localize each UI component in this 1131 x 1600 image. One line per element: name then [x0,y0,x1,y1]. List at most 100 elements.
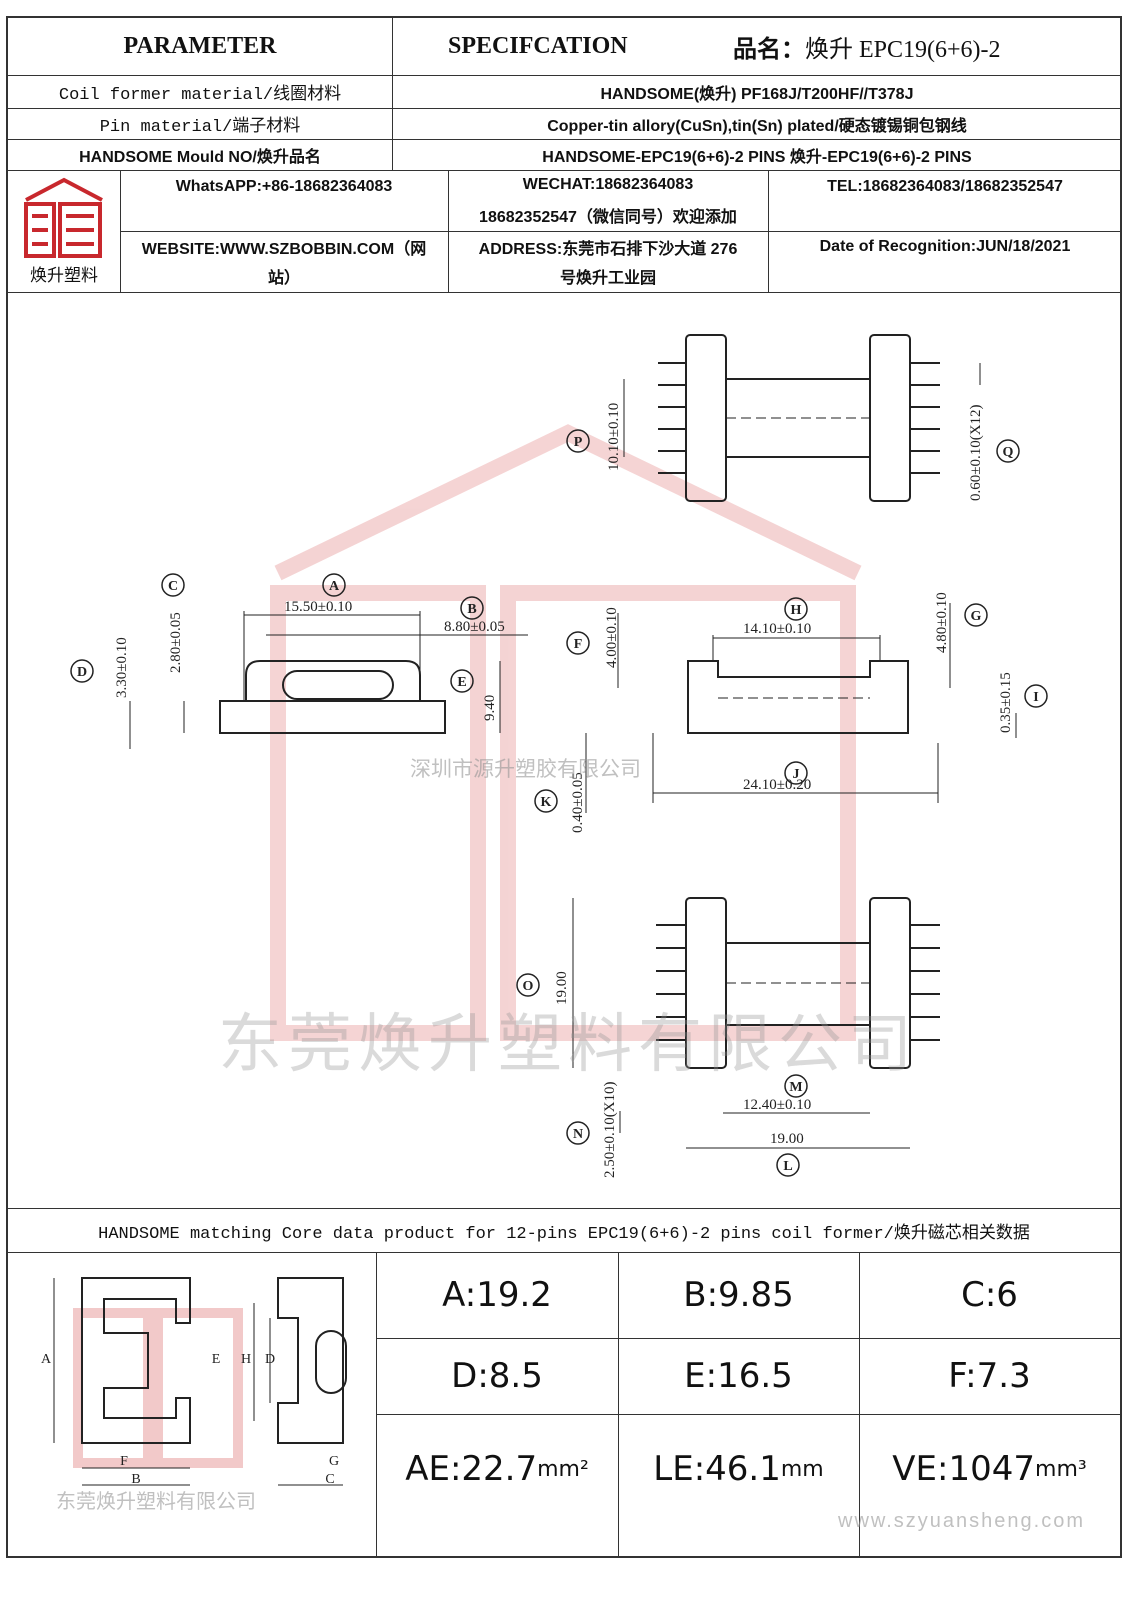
website-watermark: www.szyuansheng.com [838,1510,1085,1532]
core-letter-b: B [131,1472,140,1487]
divider [859,1252,860,1557]
parameter-heading: PARAMETER [123,33,277,59]
dim-j: 24.10±0.20 [743,777,811,793]
divider [376,1414,1120,1415]
divider [8,75,1120,76]
dim-p: 10.10±0.10 [606,403,622,471]
letter-p: P [574,435,583,450]
letter-g: G [971,609,982,624]
core-d-value: D:8.5 [451,1356,543,1396]
dim-e: 9.40 [482,695,498,721]
watermark-emblem-icon [73,1308,243,1468]
mould-no-value: HANDSOME-EPC19(6+6)-2 PINS 焕升-EPC19(6+6)… [542,148,972,166]
company-logo: 焕升塑料 [8,170,120,292]
core-ve-unit: mm³ [1035,1456,1087,1482]
divider [8,170,1120,171]
address-line-2: 号焕升工业园 [559,270,656,287]
core-shape-drawing: A E H D F B C G [41,1277,347,1487]
dim-h: 14.10±0.10 [743,621,811,637]
letter-j: J [793,767,800,782]
core-letter-a: A [41,1352,52,1367]
divider [120,170,121,292]
core-watermark: 东莞焕升塑料有限公司 [56,1491,256,1513]
core-drawing: A E H D F B C G 东莞焕升塑料有限公司 [8,1253,376,1558]
dim-a: 15.50±0.10 [284,599,352,615]
core-letter-c: C [325,1472,334,1487]
dim-k: 0.40±0.05 [570,772,586,833]
core-f-value: F:7.3 [948,1356,1031,1396]
bobbin-drawing: 10.10±0.10 0.60±0.10(X12) 15.50±0.10 8.8… [70,334,1048,1178]
divider [392,18,393,170]
divider [120,231,1120,232]
dim-m: 12.40±0.10 [743,1097,811,1113]
core-c-value: C:6 [961,1275,1018,1315]
divider [8,1252,1120,1253]
letter-q: Q [1003,445,1014,460]
core-b-value: B:9.85 [683,1275,794,1315]
technical-drawing: 10.10±0.10 0.60±0.10(X12) 15.50±0.10 8.8… [8,293,1120,1207]
letter-d: D [77,665,87,680]
letter-h: H [791,603,802,618]
letter-b: B [467,602,476,617]
pin-material-value: Copper-tin allory(CuSn),tin(Sn) plated/硬… [547,117,967,135]
dim-q: 0.60±0.10(X12) [968,404,984,501]
divider [618,1252,619,1557]
specification-heading: SPECIFCATION [448,33,628,59]
website-line-1: WEBSITE:WWW.SZBOBBIN.COM（网 [141,241,427,258]
dim-d: 3.30±0.10 [114,637,130,698]
core-letter-g: G [329,1454,339,1469]
coil-material-label: Coil former material/线圈材料 [58,85,342,105]
pin-material-label: Pin material/端子材料 [99,117,301,137]
address-line-1: ADDRESS:东莞市石排下沙大道 276 [478,241,738,258]
wechat-line-2: 18682352547（微信同号）欢迎添加 [479,209,737,226]
letter-i: I [1033,690,1038,705]
core-letter-f: F [120,1454,128,1469]
dim-g: 4.80±0.10 [934,592,950,653]
core-letter-e: E [212,1352,221,1367]
mould-no-label: HANDSOME Mould NO/焕升品名 [79,148,321,166]
telephone: TEL:18682364083/18682352547 [827,178,1063,195]
whatsapp: WhatsAPP:+86-18682364083 [175,178,393,195]
divider [8,292,1120,293]
dim-i: 0.35±0.15 [998,672,1014,733]
divider [376,1338,1120,1339]
core-letter-h: H [241,1352,251,1367]
divider [448,170,449,292]
dim-n: 2.50±0.10(X10) [602,1081,618,1178]
spec-sheet: PARAMETER SPECIFCATION 品名： 焕升 EPC19(6+6)… [6,16,1122,1558]
core-a-value: A:19.2 [442,1275,552,1315]
letter-n: N [573,1127,583,1142]
logo-mark-icon [24,177,103,258]
letter-o: O [523,979,534,994]
letter-a: A [329,579,340,594]
divider [8,139,1120,140]
letter-c: C [168,579,178,594]
watermark-small: 深圳市源升塑胶有限公司 [410,758,641,781]
core-data-title: HANDSOME matching Core data product for … [98,1224,1030,1244]
core-letter-d: D [265,1352,275,1367]
core-e-value: E:16.5 [684,1356,793,1396]
watermark-emblem-icon [270,424,862,1041]
product-name-value: 焕升 EPC19(6+6)-2 [805,37,1001,63]
coil-material-value: HANDSOME(焕升) PF168J/T200HF//T378J [600,85,914,103]
dim-b: 8.80±0.05 [444,619,505,635]
letter-e: E [457,675,466,690]
core-le-unit: mm [780,1456,824,1482]
dim-l: 19.00 [770,1131,804,1147]
dim-c: 2.80±0.05 [168,612,184,673]
dim-o: 19.00 [554,971,570,1005]
core-le-number: LE:46.1 [653,1449,781,1489]
website-line-2: 站） [267,270,300,287]
core-ae-number: AE:22.7 [405,1449,538,1489]
letter-l: L [783,1159,792,1174]
logo-caption: 焕升塑料 [30,265,98,285]
watermark-main: 东莞焕升塑料有限公司 [218,1008,918,1080]
product-name-label: 品名： [733,36,805,63]
wechat-line-1: WECHAT:18682364083 [522,176,694,193]
divider [8,108,1120,109]
divider [8,1208,1120,1209]
divider [768,170,769,292]
product-name: 品名： 焕升 EPC19(6+6)-2 [733,18,1113,75]
